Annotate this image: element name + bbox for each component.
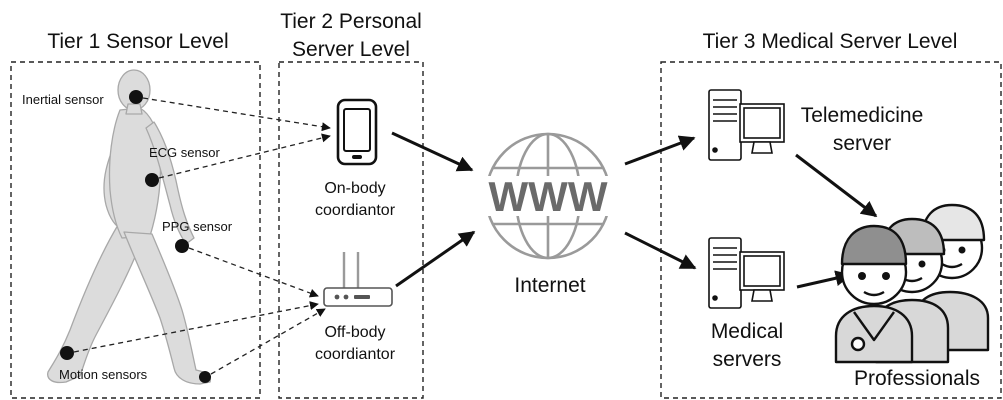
offbody-label-line1: Off-body: [324, 324, 385, 341]
arrow-motion-to-offbody: [73, 301, 319, 353]
tier1-box: [10, 61, 261, 399]
arrow-ppg-to-offbody: [188, 247, 319, 298]
motion-sensor-dot-front: [199, 371, 211, 383]
phone-icon: [336, 98, 378, 166]
human-figure: [47, 69, 212, 385]
motion-sensor-dot-back: [60, 346, 74, 360]
www-backdrop: [482, 176, 614, 216]
inertial-sensor-label: Inertial sensor: [22, 92, 104, 107]
arrow-inertial-to-onbody: [142, 97, 331, 132]
tier2-box: [278, 61, 424, 399]
arrow-motion2-to-offbody: [210, 308, 326, 375]
ecg-sensor-dot: [145, 173, 159, 187]
professionals-label: Professionals: [854, 367, 980, 390]
tier2-title-line1: Tier 2 Personal: [280, 10, 422, 33]
tier3-box: [660, 61, 1002, 399]
professionals-icon: [834, 203, 990, 364]
inertial-sensor-dot: [129, 90, 143, 104]
www-text: WWW: [489, 173, 608, 220]
arrow-offbody-to-internet: [395, 230, 476, 288]
internet-label: Internet: [514, 274, 585, 297]
arrow-telemedicine-to-professionals: [795, 153, 878, 218]
onbody-label-line1: On-body: [324, 180, 385, 197]
onbody-label-line2: coordiantor: [315, 202, 396, 219]
motion-sensors-label: Motion sensors: [59, 367, 148, 382]
doctor-front-icon: [834, 224, 914, 364]
tier1-title: Tier 1 Sensor Level: [47, 30, 228, 53]
offbody-label-line2: coordiantor: [315, 346, 396, 363]
ecg-sensor-label: ECG sensor: [149, 145, 220, 160]
ppg-sensor-label: PPG sensor: [162, 219, 233, 234]
tier2-title-line2: Server Level: [292, 38, 410, 61]
medical-server-icon: [708, 237, 785, 309]
arrow-internet-to-medical: [624, 231, 697, 270]
arrow-onbody-to-internet: [391, 131, 474, 172]
tier3-title: Tier 3 Medical Server Level: [703, 30, 958, 53]
ppg-sensor-dot: [175, 239, 189, 253]
medical-label-line2: servers: [713, 348, 782, 371]
arrow-medical-to-professionals: [796, 270, 852, 289]
telemedicine-label-line2: server: [833, 132, 891, 155]
telemedicine-label-line1: Telemedicine: [801, 104, 924, 127]
arrow-ecg-to-onbody: [158, 133, 331, 179]
router-icon: [323, 252, 393, 307]
medical-label-line1: Medical: [711, 320, 783, 343]
arrow-internet-to-telemedicine: [624, 135, 696, 166]
telemedicine-server-icon: [708, 89, 785, 161]
